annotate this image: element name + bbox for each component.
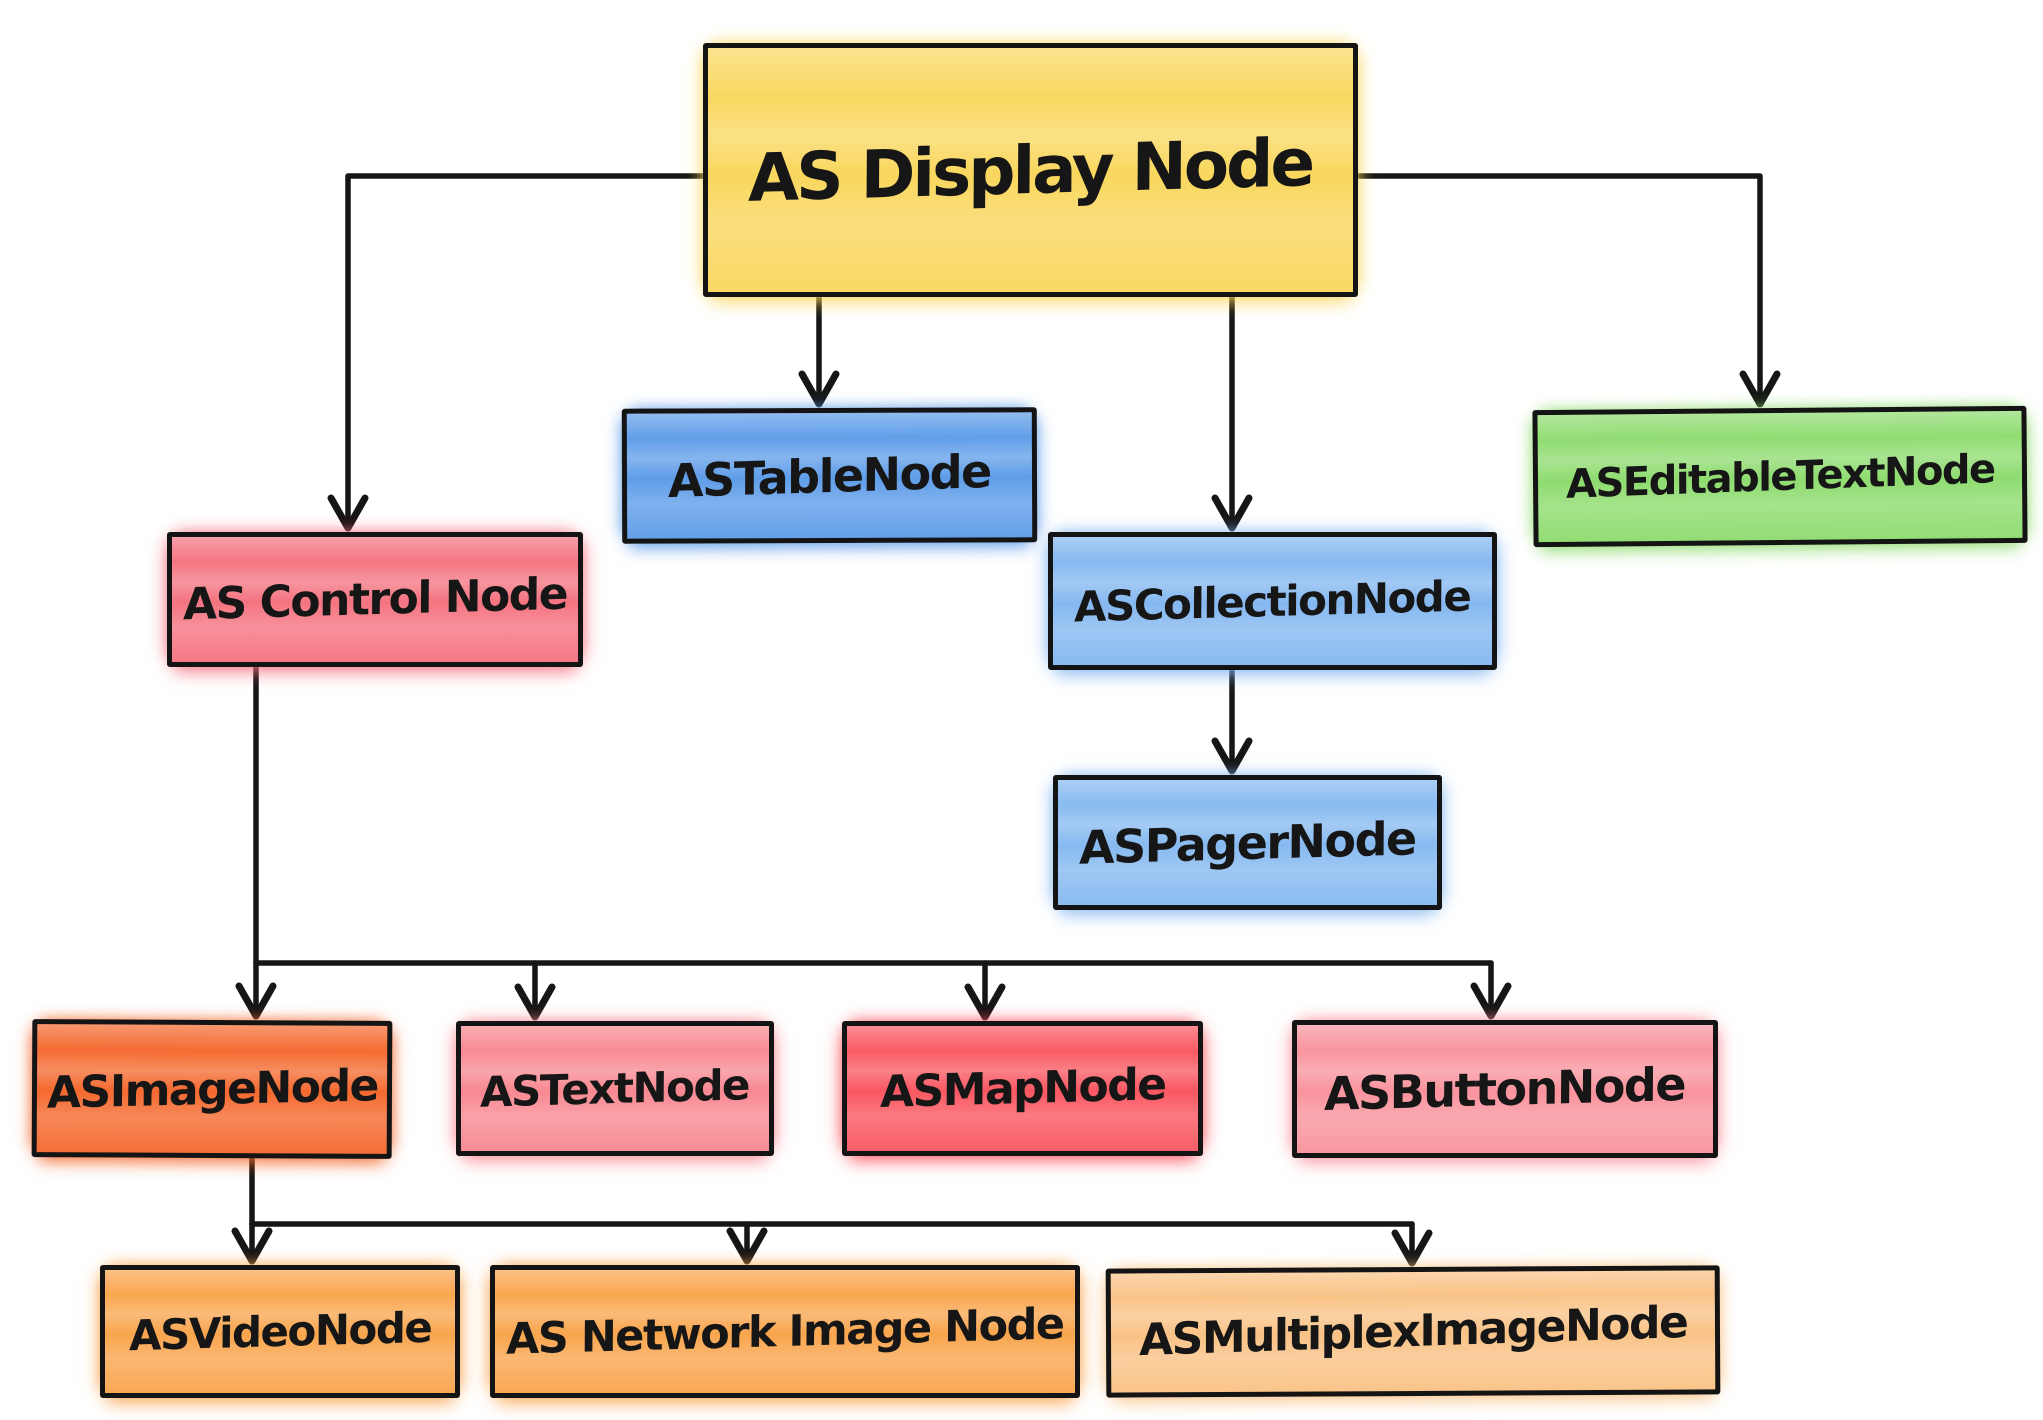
edge-control-children [235, 655, 1512, 1021]
node-as-collection-node: ASCollectionNode [1048, 532, 1497, 670]
node-label: ASMultiplexImageNode [1138, 1296, 1688, 1367]
edge-display-editable [1345, 173, 1781, 408]
node-as-image-node: ASImageNode [31, 1019, 393, 1159]
node-as-multiplex-image-node: ASMultiplexImageNode [1105, 1265, 1721, 1398]
node-label: ASImageNode [46, 1059, 378, 1119]
edge-display-table [798, 285, 840, 408]
node-label: ASTableNode [668, 443, 991, 508]
node-as-video-node: ASVideoNode [100, 1265, 460, 1398]
node-as-pager-node: ASPagerNode [1053, 775, 1442, 910]
node-as-editable-text-node: ASEditableTextNode [1532, 405, 2028, 548]
node-as-display-node: AS Display Node [703, 43, 1358, 297]
node-label: ASCollectionNode [1074, 570, 1471, 632]
edge-collection-pager [1211, 658, 1253, 775]
node-label: AS Display Node [748, 123, 1313, 217]
node-label: ASButtonNode [1324, 1056, 1686, 1122]
node-label: AS Control Node [182, 568, 568, 631]
node-label: ASVideoNode [128, 1302, 432, 1361]
node-as-map-node: ASMapNode [842, 1021, 1203, 1156]
node-as-control-node: AS Control Node [167, 532, 583, 667]
edge-display-control [327, 173, 706, 532]
node-as-network-image-node: AS Network Image Node [490, 1265, 1080, 1398]
edge-image-children [231, 1146, 1433, 1267]
node-as-button-node: ASButtonNode [1292, 1020, 1718, 1158]
node-label: ASEditableTextNode [1565, 445, 1995, 508]
node-as-table-node: ASTableNode [621, 407, 1038, 544]
node-label: ASMapNode [879, 1058, 1166, 1119]
node-label: ASTextNode [480, 1060, 750, 1117]
node-as-text-node: ASTextNode [456, 1021, 774, 1156]
node-label: ASPagerNode [1078, 810, 1417, 875]
node-label: AS Network Image Node [506, 1298, 1064, 1365]
edge-display-collection [1211, 285, 1253, 532]
